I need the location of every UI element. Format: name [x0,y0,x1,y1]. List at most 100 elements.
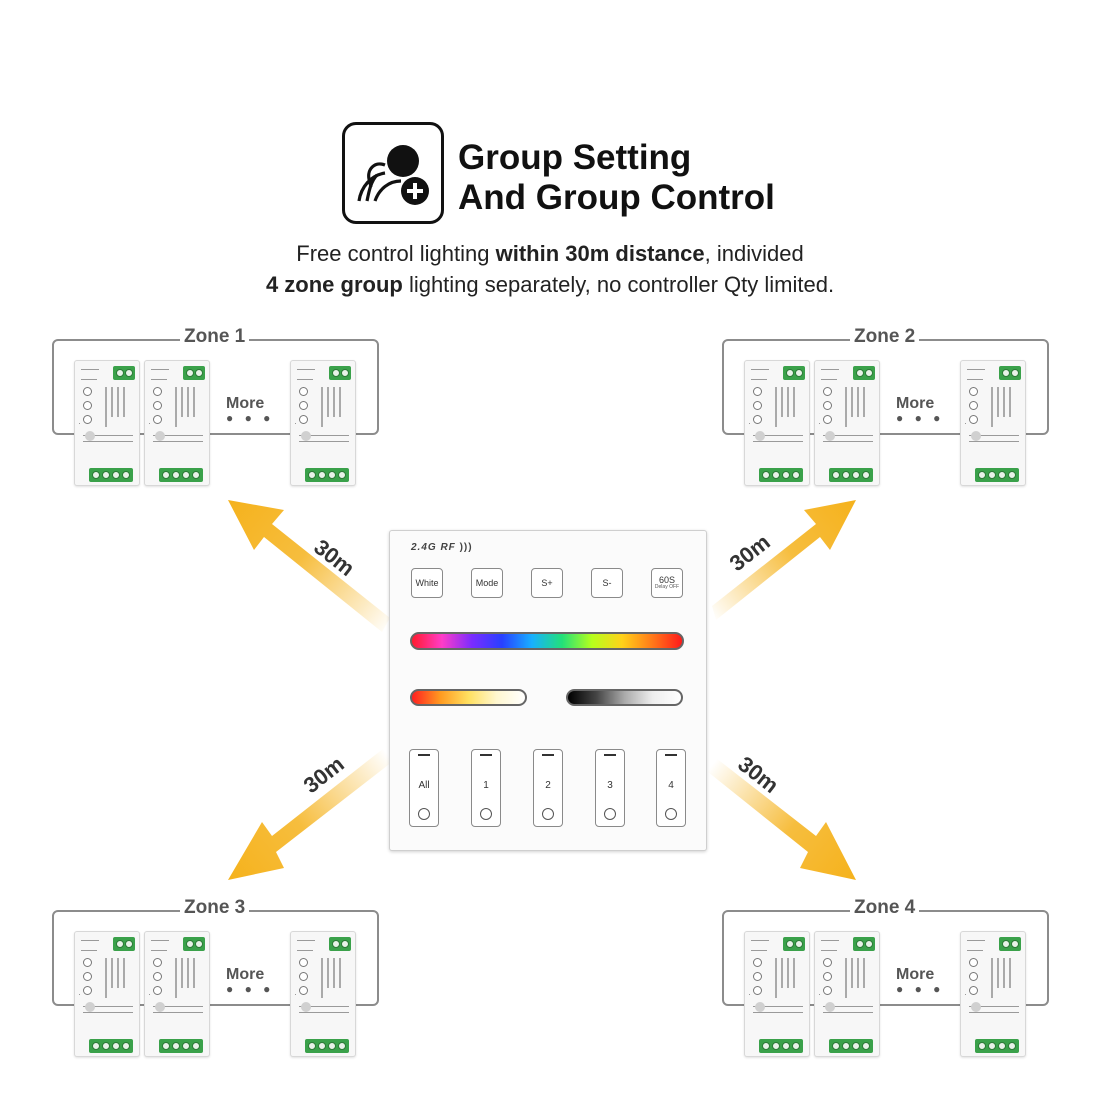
input-terminal [183,937,205,951]
label-print-text [123,387,125,417]
zone-2-button[interactable]: 2 [533,749,563,827]
more-label: More [226,395,265,412]
group-setting-logo [342,122,444,224]
label-print-line [823,1006,873,1007]
indicator-bar [418,754,430,756]
label-print-line [153,1006,203,1007]
status-led [755,431,765,441]
label-print-line [969,1006,1019,1007]
label-print-line [299,441,349,442]
output-terminal [305,468,349,482]
label-print-text [863,387,865,417]
indicator-bar [542,754,554,756]
certification-icon [83,387,92,396]
label-print-line [967,379,983,380]
delay-off-label: 60S [658,575,675,585]
white-button-label: White [415,578,439,588]
white-button[interactable]: White [411,568,443,598]
certification-icon [753,986,762,995]
label-print-line [83,1006,133,1007]
led-controller-module [960,360,1026,486]
label-print-line [753,1006,803,1007]
certification-icon [753,401,762,410]
mode-button[interactable]: Mode [471,568,503,598]
zone-all-button[interactable]: All [409,749,439,827]
input-terminal [329,937,351,951]
mode-button-label: Mode [475,578,499,588]
zone-3-button[interactable]: 3 [595,749,625,827]
label-print-line [751,379,767,380]
certification-icon [753,972,762,981]
label-print-text [175,387,177,427]
label-print-line [749,423,750,424]
led-controller-module [74,931,140,1057]
off-ring-icon [418,808,430,820]
label-print-text [775,958,777,998]
zone-label: Zone 2 [850,326,920,348]
output-terminal [975,468,1019,482]
label-print-line [751,940,769,941]
label-print-text [117,387,119,417]
label-print-text [187,387,189,417]
label-print-text [1003,958,1005,988]
label-print-line [79,423,80,424]
label-print-line [79,994,80,995]
certification-icon [753,958,762,967]
zone-all-label: All [418,780,430,791]
label-print-text [181,387,183,417]
label-print-text [793,958,795,988]
label-print-text [857,387,859,417]
label-print-text [863,958,865,988]
color-slider[interactable] [410,632,684,650]
label-print-line [297,940,315,941]
label-print-line [965,423,966,424]
speed-up-button[interactable]: S+ [531,568,563,598]
led-controller-module [814,360,880,486]
led-controller-module [814,931,880,1057]
label-print-text [333,958,335,988]
label-print-text [991,958,993,998]
zone-4-button[interactable]: 4 [656,749,686,827]
label-print-line [295,994,296,995]
certification-icon [153,415,162,424]
certification-icon [299,401,308,410]
title-line-2: And Group Control [458,178,775,217]
certification-icon [753,387,762,396]
color-temperature-slider[interactable] [410,689,527,706]
indicator-bar [665,754,677,756]
label-print-text [111,958,113,988]
label-print-line [969,435,1019,436]
zone-1-button[interactable]: 1 [471,749,501,827]
arrow-zone-3 [228,748,392,880]
label-print-line [969,441,1019,442]
label-print-line [149,994,150,995]
brightness-slider[interactable] [566,689,683,706]
zone-3-label: 3 [607,780,613,791]
speed-down-button[interactable]: S- [591,568,623,598]
label-print-line [81,379,97,380]
label-print-text [339,958,341,988]
label-print-line [151,369,169,370]
label-print-line [821,379,837,380]
label-print-line [83,435,133,436]
desc-2-bold: 4 zone group [265,272,403,297]
speed-down-label: S- [602,578,612,588]
more-label: More [896,395,935,412]
status-led [85,1002,95,1012]
label-print-line [821,950,837,951]
off-ring-icon [665,808,677,820]
label-print-text [845,958,847,998]
off-ring-icon [480,808,492,820]
label-print-text [123,958,125,988]
label-print-line [753,435,803,436]
label-print-text [105,387,107,427]
status-led [825,431,835,441]
label-print-line [83,1012,133,1013]
desc-2-post: lighting separately, no controller Qty l… [402,272,835,297]
label-print-line [821,369,839,370]
certification-icon [153,958,162,967]
output-terminal [759,468,803,482]
label-print-line [81,940,99,941]
label-print-text [193,958,195,988]
